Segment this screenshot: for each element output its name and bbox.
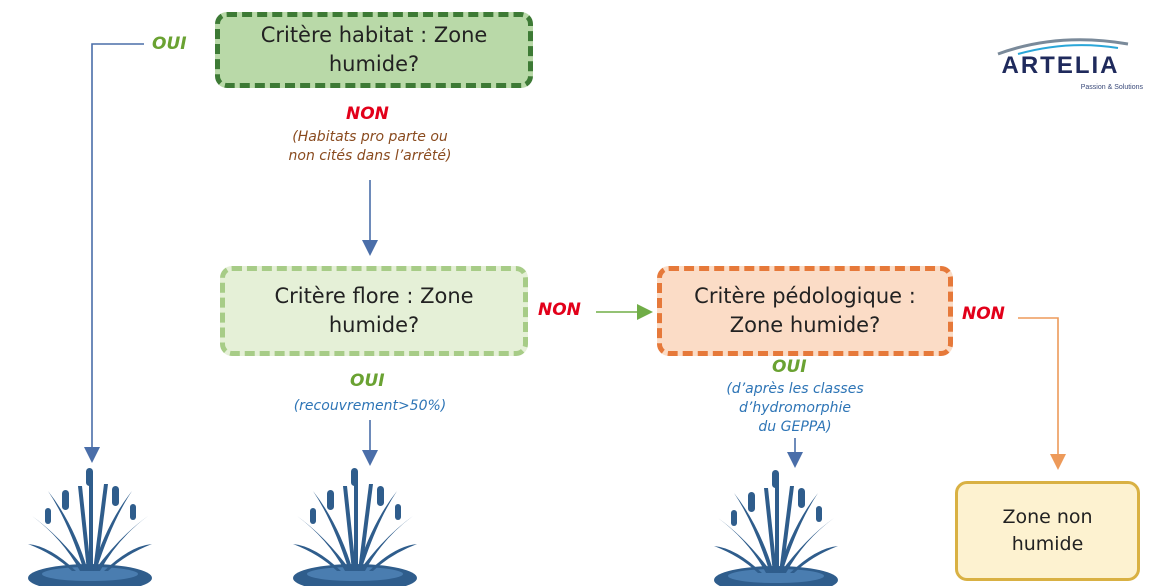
wetland-plant-icon <box>714 470 838 586</box>
logo-swoosh-icon <box>997 38 1129 56</box>
pedo-oui-note-line-2: d’hydromorphie <box>739 400 851 416</box>
non-wetland-result-text: Zone non humide <box>1002 506 1093 555</box>
pedo-criterion-text: Critère pédologique : Zone humide? <box>694 284 916 337</box>
habitat-criterion-box: Critère habitat : Zone humide? <box>215 12 533 88</box>
pedo-oui-note-line-3: du GEPPA) <box>758 419 832 435</box>
flore-non-label: NON <box>538 300 581 320</box>
flore-criterion-box: Critère flore : Zone humide? <box>220 266 528 356</box>
pedo-oui-label: OUI <box>772 357 807 377</box>
habitat-non-note-line-2: non cités dans l’arrêté) <box>288 148 452 164</box>
wetland-plant-icon <box>293 468 417 586</box>
wetland-plant-icon <box>28 468 152 586</box>
connector-habitat-oui <box>84 43 144 463</box>
pedo-oui-note: (d’après les classes d’hydromorphie du G… <box>690 380 900 437</box>
habitat-non-label: NON <box>346 104 389 124</box>
pedo-non-label: NON <box>962 304 1005 324</box>
pedo-oui-note-line-1: (d’après les classes <box>726 381 864 397</box>
flore-criterion-text: Critère flore : Zone humide? <box>274 284 474 337</box>
logo-wordmark: ARTELIA <box>1001 52 1120 79</box>
flore-oui-label: OUI <box>350 371 385 391</box>
habitat-criterion-text: Critère habitat : Zone humide? <box>260 23 488 76</box>
artelia-logo: ARTELIA Passion & Solutions <box>978 34 1143 96</box>
non-wetland-result-box: Zone non humide <box>955 481 1140 581</box>
pedo-criterion-box: Critère pédologique : Zone humide? <box>657 266 953 356</box>
flore-oui-note: (recouvrement>50%) <box>293 398 447 414</box>
logo-tagline: Passion & Solutions <box>1080 84 1143 91</box>
habitat-oui-label: OUI <box>152 34 187 54</box>
connector-pedo-non <box>1018 317 1066 470</box>
habitat-non-note-line-1: (Habitats pro parte ou <box>292 129 448 145</box>
habitat-non-note: (Habitats pro parte ou non cités dans l’… <box>248 128 492 166</box>
